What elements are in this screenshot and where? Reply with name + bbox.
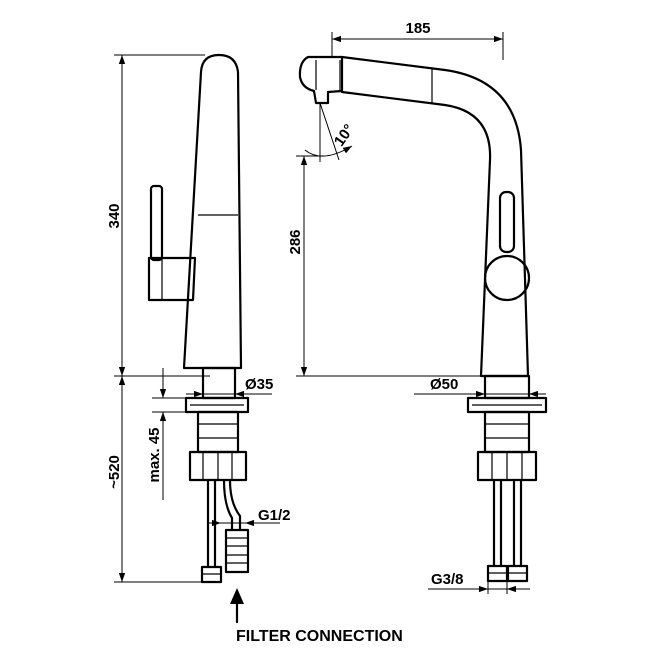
spout-head <box>298 55 344 105</box>
dimension-height-total: 340 <box>106 54 210 377</box>
dim-label-max45: max. 45 <box>146 427 163 482</box>
dimension-connection-right: G3/8 <box>428 571 530 594</box>
dim-label-185: 185 <box>405 20 430 37</box>
filter-connection-arrow <box>230 588 244 624</box>
dim-label-d50: Ø50 <box>430 376 458 393</box>
dim-label-340: 340 <box>106 203 123 228</box>
dimension-below-counter: ~520 <box>106 376 210 583</box>
faucet-body-left <box>182 53 243 370</box>
dimension-max-thickness: max. 45 <box>146 368 190 500</box>
dimension-diameter-left: Ø35 <box>186 376 273 398</box>
dimension-diameter-right: Ø50 <box>414 376 546 398</box>
handle-knob <box>483 254 531 302</box>
faucet-front-view <box>298 55 548 583</box>
filter-connector <box>224 528 250 574</box>
dimension-spout-reach: 185 <box>331 20 504 60</box>
dim-label-286: 286 <box>287 229 304 254</box>
lever-handle <box>149 184 164 262</box>
faucet-side-view <box>147 53 250 584</box>
dimension-spout-height: 286 <box>287 155 484 377</box>
dim-label-g38: G3/8 <box>431 571 464 588</box>
dimension-spray-angle: 10° <box>304 102 358 162</box>
dim-label-g12: G1/2 <box>258 507 291 524</box>
dim-label-10deg: 10° <box>331 121 358 149</box>
dim-label-d35: Ø35 <box>245 376 273 393</box>
caption-filter-connection: FILTER CONNECTION <box>236 628 403 645</box>
dim-label-520: ~520 <box>106 455 123 489</box>
dimension-connection-left: G1/2 <box>208 507 291 527</box>
